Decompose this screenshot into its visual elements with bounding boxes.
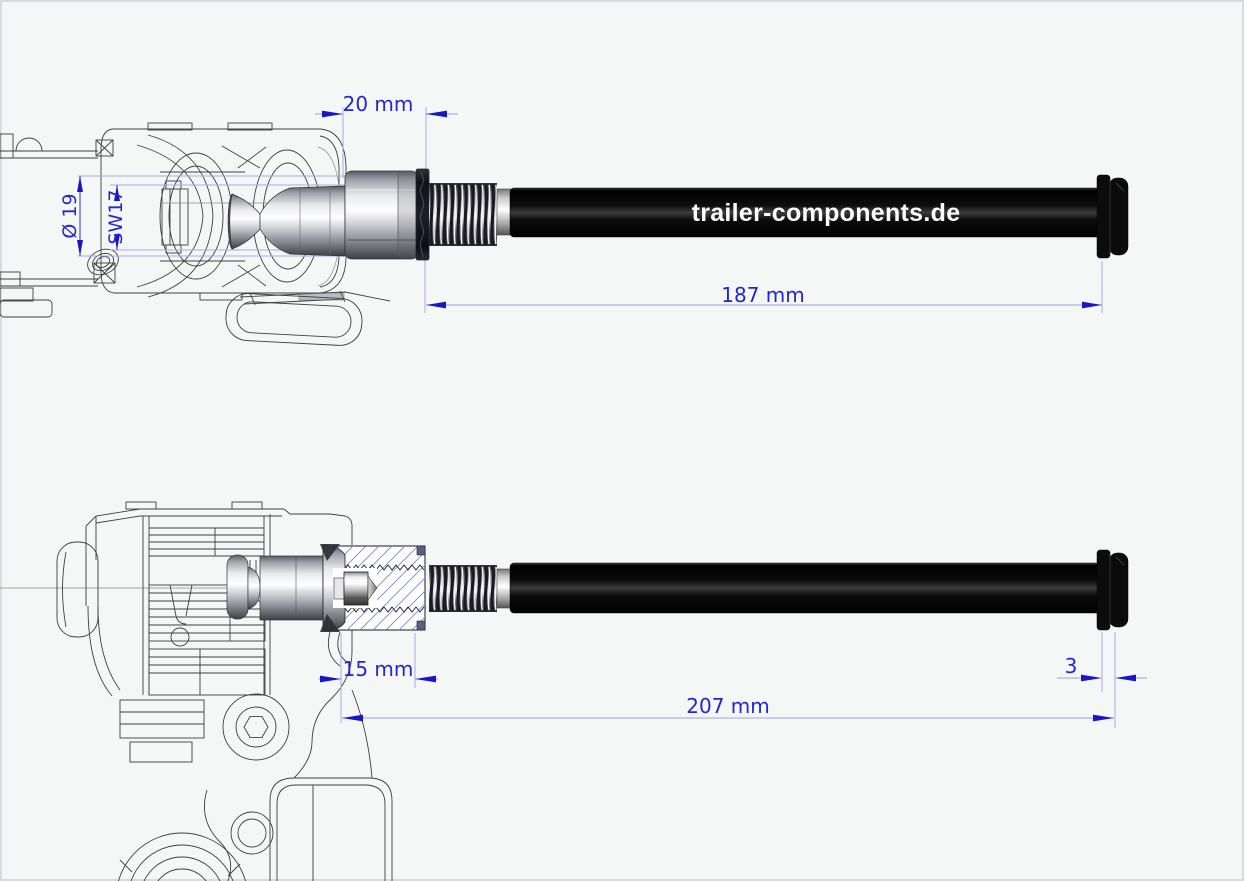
dimension-15mm: 15 mm [318, 657, 438, 683]
axle-assembly-bottom [226, 544, 1129, 632]
dim-diameter-label: Ø 19 [59, 193, 81, 238]
dim-thread-engagement-label: 15 mm [343, 657, 414, 681]
bottom-coupling-wireframe [56, 501, 393, 881]
spindle-neck [247, 566, 261, 610]
axle-head-bottom [1096, 549, 1129, 631]
dimension-187mm: 187 mm [426, 283, 1102, 309]
collar [496, 188, 512, 236]
dimension-sw17: SW17 [105, 185, 127, 250]
coupling-handle [225, 293, 363, 346]
axle-shaft-bottom [509, 562, 1101, 614]
hex-bolt-head [343, 571, 369, 606]
spindle-bell [259, 185, 346, 257]
dimension-20mm: 20 mm [315, 92, 458, 118]
dim-wrench-size-label: SW17 [105, 189, 127, 244]
axle-assembly-top: trailer-components.de [227, 168, 1129, 261]
dim-head-thickness-label: 3 [1065, 654, 1078, 678]
bottom-extension-lines [340, 632, 1116, 728]
top-coupling-wireframe [0, 122, 391, 346]
dim-overall-length-label: 207 mm [686, 694, 770, 718]
top-view: trailer-components.de 20 mm 187 mm [0, 92, 1129, 346]
dimension-diameter-19: Ø 19 [59, 176, 83, 256]
dimension-3mm: 3 [1057, 654, 1147, 682]
axle-head-top [1096, 174, 1129, 259]
dimension-207mm: 207 mm [342, 694, 1114, 722]
spindle-trumpet [229, 193, 261, 250]
spindle-disc [226, 554, 249, 620]
dim-exposed-length-label: 187 mm [721, 283, 805, 307]
washer [415, 168, 430, 261]
collar-bottom [496, 568, 512, 609]
bottom-view: 15 mm 207 mm 3 [0, 501, 1147, 881]
dim-thread-length-label: 20 mm [343, 92, 414, 116]
spindle-cylinder [259, 555, 324, 621]
ball-detent-cone [367, 575, 378, 601]
brand-text: trailer-components.de [692, 199, 961, 227]
